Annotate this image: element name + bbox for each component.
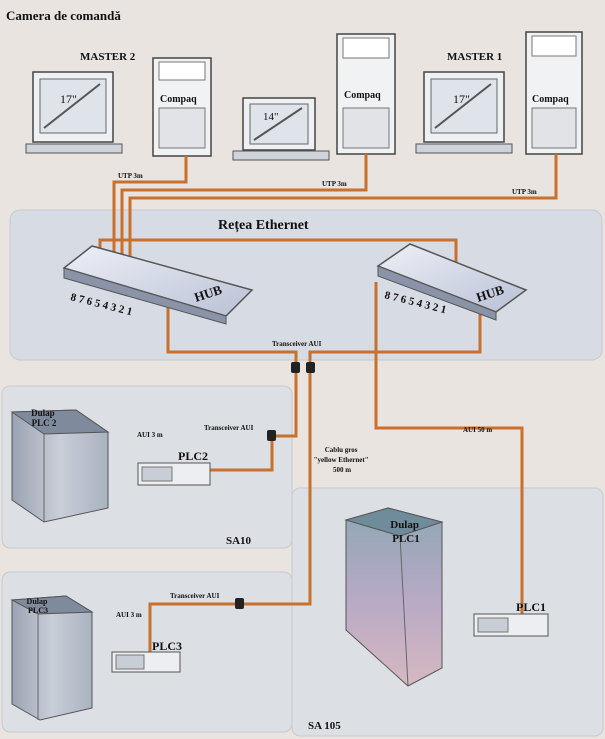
transceiver-top-label: Transceiver AUI (272, 340, 322, 348)
sa105-area-panel (291, 487, 604, 737)
monitor-left (25, 71, 123, 154)
cabinet-plc2 (10, 409, 110, 523)
transceiver-plc2-label: Transceiver AUI (204, 424, 254, 432)
cabinet-plc2-label: Dulap PLC 2 (31, 408, 57, 428)
transceiver-plc3-label: Transceiver AUI (170, 592, 220, 600)
monitor-center-size: 14" (263, 111, 279, 123)
cabinet-plc1 (344, 507, 444, 687)
plc1-unit (473, 613, 549, 637)
aui-plc2-label: AUI 3 m (137, 431, 163, 439)
sa10-label: SA10 (226, 535, 252, 547)
cabinet-plc3-label: Dulap PLC3 (27, 597, 50, 615)
utp-left-label: UTP 3m (118, 172, 143, 180)
yellow-cable-label: Cablu gros "yellow Ethernet" 500 m (314, 446, 371, 474)
cabinet-plc1-label: Dulap PLC1 (390, 519, 422, 545)
hub-left (62, 245, 254, 325)
ethernet-network-title: Rețea Ethernet (218, 218, 309, 233)
plc3-unit (111, 651, 181, 673)
control-room-title: Camera de comandă (6, 8, 121, 23)
sa105-label: SA 105 (308, 720, 341, 732)
monitor-right (415, 71, 513, 154)
aui-plc1-label: AUI 50 m (463, 426, 492, 434)
hub-right (376, 243, 528, 321)
plc2-unit (137, 462, 211, 486)
tower-left-brand: Compaq (160, 94, 197, 105)
ethernet-network-panel (9, 209, 603, 361)
monitor-right-size: 17" (453, 92, 470, 106)
master2-label: MASTER 2 (80, 51, 136, 63)
cabinet-plc3 (10, 595, 94, 721)
plc1-label: PLC1 (516, 600, 546, 614)
tower-center (336, 33, 396, 155)
tower-left (152, 57, 212, 157)
plc2-label: PLC2 (178, 449, 208, 463)
utp-right-label: UTP 3m (512, 188, 537, 196)
plc3-label: PLC3 (152, 639, 182, 653)
monitor-left-size: 17" (60, 92, 77, 106)
transceiver-markers (235, 362, 315, 609)
cable-network (98, 154, 558, 660)
master1-label: MASTER 1 (447, 51, 502, 63)
tower-right (525, 31, 583, 155)
utp-center-label: UTP 3m (322, 180, 347, 188)
tower-right-brand: Compaq (532, 94, 569, 105)
aui-plc3-label: AUI 3 m (116, 611, 142, 619)
monitor-center (232, 97, 330, 161)
tower-center-brand: Compaq (344, 90, 381, 101)
